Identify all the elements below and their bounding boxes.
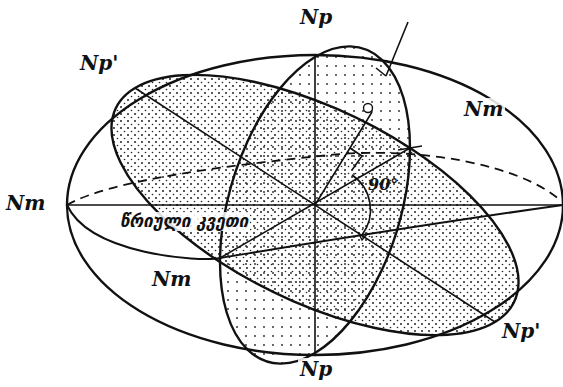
axis-label: Np' (78, 52, 120, 74)
arrow-head (358, 232, 368, 240)
right-angle-mark (350, 148, 362, 170)
optic-axis-point (364, 104, 373, 113)
axis-label: Np (298, 358, 334, 380)
section-label: წრიული კვეთი (118, 212, 250, 231)
equator-back (67, 153, 560, 205)
axis-label: Nm (4, 192, 47, 214)
leader-line (376, 22, 408, 76)
ellipsoid-outline (67, 55, 563, 355)
axis-label: Np (298, 6, 334, 28)
axis-label: Nm (462, 98, 505, 120)
nm-tick (398, 146, 422, 150)
principal-section (220, 0, 410, 387)
axis-label: Nm (150, 268, 193, 290)
axis-label: Np' (500, 320, 542, 342)
np-prime-axis (135, 88, 495, 322)
optic-axis (315, 112, 372, 205)
nm-diagonal (220, 148, 410, 258)
angle-arc (352, 175, 370, 235)
circular-section (40, 31, 563, 379)
angle-label: 90° (366, 176, 400, 194)
